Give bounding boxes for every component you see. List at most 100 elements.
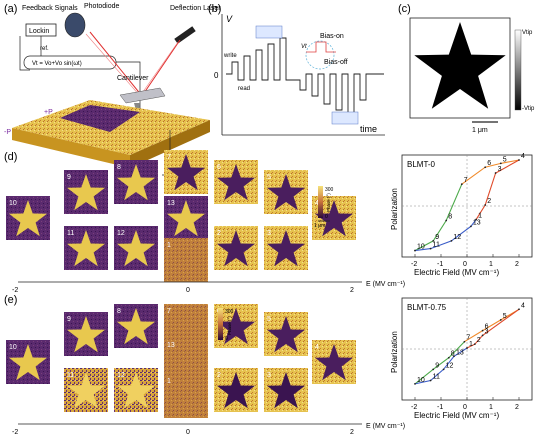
loop-branch (414, 183, 463, 252)
cantilever-icon (119, 87, 166, 104)
d-scale-label: 1 μm (314, 223, 325, 229)
deflection-laser-label: Deflection Laser (170, 5, 221, 12)
loop-point-label: 4 (521, 153, 525, 160)
loop-point-label: 12 (446, 362, 454, 369)
loop-point-label: 2 (477, 337, 481, 344)
photodiode-icon (64, 12, 86, 38)
e-axis-label: E (MV cm⁻¹) (366, 423, 405, 430)
loop-point-label: 13 (473, 219, 481, 226)
loop-point (463, 340, 466, 343)
loop-point-label: 6 (485, 324, 489, 331)
tile-number: 11 (67, 372, 74, 379)
loop-point-label: 7 (466, 335, 470, 342)
tile-star (117, 372, 155, 409)
loop-point (414, 249, 416, 252)
phase-tile: 5 (264, 170, 308, 214)
tile-star (67, 316, 105, 353)
loop-point (484, 204, 487, 206)
tile-star (217, 230, 255, 267)
loop-tick-label: 2 (515, 404, 519, 411)
bias-off-label: Bias-off (324, 59, 348, 66)
e-cbar-max: 300 (225, 309, 234, 315)
tile-number: 1 (167, 378, 171, 385)
panel-d-label: (d) (4, 151, 17, 163)
phase-tile: 3 (264, 226, 308, 270)
loop-point (499, 162, 502, 165)
loop-tick-label: 1 (489, 261, 493, 268)
phase-tile: 1 (164, 374, 208, 418)
tile-number: 3 (267, 372, 271, 379)
tile-number: 12 (117, 372, 125, 379)
tile-star (267, 316, 305, 353)
loop-tick-label: -2 (411, 261, 417, 268)
star-pattern (414, 22, 506, 109)
sample-side (12, 128, 130, 168)
loop-point-label: 12 (453, 234, 461, 241)
tile-number: 3 (267, 230, 271, 237)
tile-background (164, 238, 208, 282)
tile-number: 1 (167, 242, 171, 249)
loop-point (494, 172, 497, 174)
phase-tile: 12 (114, 368, 158, 412)
loop-point (484, 166, 487, 169)
phase-tile: 9 (64, 312, 108, 356)
waveform (226, 37, 384, 117)
phase-tile: 12 (114, 226, 158, 270)
phase-tile: 6 (214, 160, 258, 204)
phase-tile: 11 (64, 226, 108, 270)
loop-ylabel: Polarization (390, 331, 399, 373)
phase-tile: 13 (164, 196, 208, 240)
loop-point (432, 239, 435, 242)
e-cbar-min: 0 (225, 336, 228, 342)
phase-tile: 1 (164, 238, 208, 282)
loop-point-label: 11 (433, 373, 440, 380)
e-tick-neg2: -2 (12, 429, 18, 436)
phase-tile: 8 (114, 304, 158, 348)
loop-point-label: 3 (498, 166, 502, 173)
loop-point-label: 1 (469, 341, 473, 348)
tile-star (217, 372, 255, 409)
panel-a: (a) Feedback Signals Lockin ref. Vt = Vo… (4, 3, 221, 182)
loop-point-label: 9 (435, 234, 439, 241)
tile-star (267, 372, 305, 409)
d-colorbar (318, 186, 323, 218)
feedback-signals-text: Feedback Signals (22, 5, 78, 12)
tile-star (67, 372, 105, 409)
loop-ylabel: Polarization (390, 188, 399, 230)
loop-xlabel: Electric Field (MV cm⁻¹) (414, 268, 499, 277)
tile-number: 11 (67, 230, 74, 237)
tile-number: 2 (217, 230, 221, 237)
panel-c-label: (c) (398, 3, 411, 15)
loop-point (450, 239, 453, 242)
cantilever-label: Cantilever (117, 75, 149, 82)
tile-star (117, 230, 155, 267)
loop-tick-label: -1 (437, 261, 443, 268)
phase-tile: 9 (64, 170, 108, 214)
panel-e-label: (e) (4, 294, 17, 306)
d-cbar-max: 300 (325, 187, 334, 193)
loop-point-label: 7 (464, 177, 468, 184)
scale-label-c: 1 μm (472, 127, 488, 134)
vtip-top: Vtip (522, 30, 533, 36)
tile-star (217, 308, 255, 345)
loop-point (518, 308, 520, 311)
loop-branch (466, 308, 520, 349)
tile-star (167, 200, 205, 237)
d-tick-2: 2 (350, 287, 354, 294)
domain-region (60, 105, 140, 132)
loop-branch (475, 159, 520, 220)
ref-label: ref. (40, 46, 49, 52)
loop-point-label: 2 (487, 198, 491, 205)
phase-tile: 2 (214, 226, 258, 270)
loop-branch (414, 341, 465, 385)
read-label: read (238, 86, 250, 92)
loop-point-label: 11 (433, 242, 440, 249)
e-cbar-label: Phase (°) (227, 316, 232, 335)
loop-tick-label: 0 (463, 404, 467, 411)
tile-star (117, 164, 155, 201)
tile-number: 9 (67, 174, 71, 181)
tile-background (164, 374, 208, 418)
photodiode-label: Photodiode (84, 3, 120, 10)
